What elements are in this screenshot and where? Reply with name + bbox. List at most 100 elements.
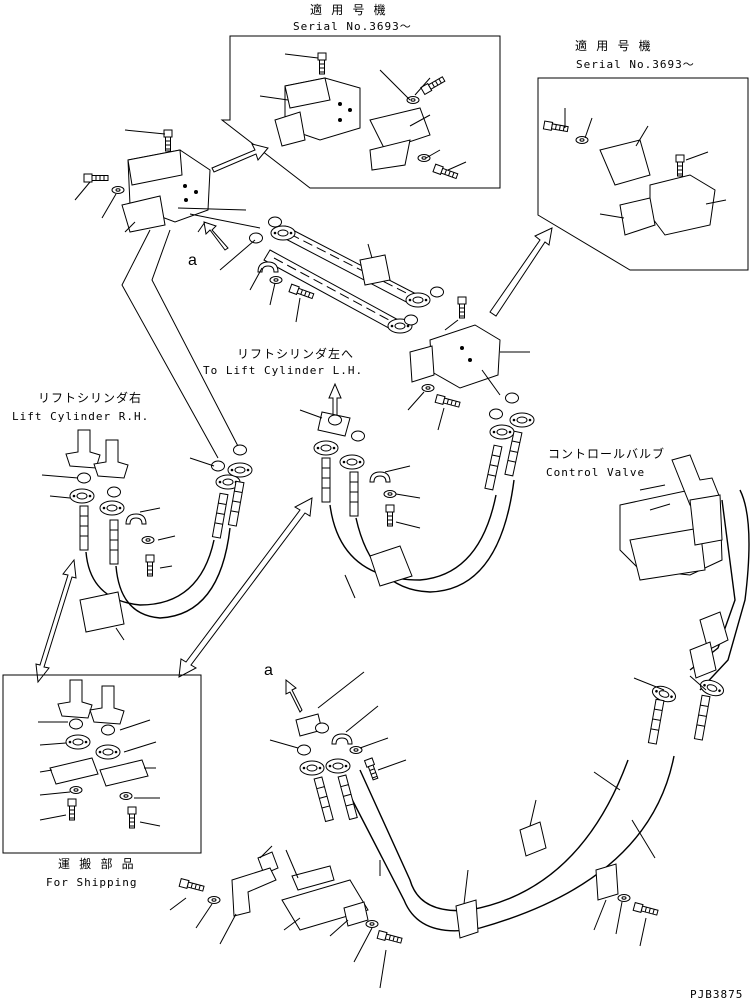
inset2-bracket	[599, 139, 651, 186]
o-ring-icon	[505, 392, 519, 404]
o-ring-icon	[233, 444, 247, 456]
washer-icon	[119, 792, 133, 800]
inset2-valve-block	[649, 174, 716, 236]
hose-icon	[329, 494, 497, 581]
arrow-icon	[489, 227, 553, 317]
washer-icon	[207, 896, 221, 904]
bolt-icon	[127, 806, 137, 829]
flange-icon	[405, 292, 431, 308]
inset2-washer-icon	[575, 136, 589, 144]
lift-lh-en-label: To Lift Cylinder L.H.	[203, 364, 363, 377]
top-washer-icon	[111, 186, 125, 194]
o-ring-icon	[315, 722, 329, 734]
o-ring-icon	[249, 232, 263, 244]
hose-icon	[85, 539, 215, 606]
washer-icon	[269, 276, 283, 284]
inset2-jp-label: 適 用 号 機	[575, 38, 652, 53]
bolt-icon	[632, 902, 659, 918]
flange-icon	[325, 758, 351, 774]
clamp-icon	[519, 821, 547, 857]
hose-icon	[647, 698, 665, 745]
control-valve-en-label: Control Valve	[546, 466, 645, 479]
washer-icon	[383, 490, 397, 498]
lift-rh-en-label: Lift Cylinder R.H.	[12, 410, 149, 423]
bolt-icon	[145, 554, 155, 577]
flange-icon	[99, 500, 125, 516]
hose-icon	[337, 774, 358, 821]
o-ring-icon	[328, 414, 342, 426]
o-ring-icon	[404, 314, 418, 326]
o-ring-icon	[69, 718, 83, 730]
ref-a-top: a	[188, 252, 197, 269]
bottom-hose-group	[269, 671, 407, 823]
arrow-icon	[35, 558, 77, 684]
bolt-icon	[364, 757, 380, 781]
o-ring-icon	[351, 430, 365, 442]
flange-icon	[299, 760, 325, 776]
washer-icon	[365, 920, 379, 928]
hose-icon	[484, 444, 503, 491]
shipping-box	[2, 674, 202, 854]
flange-icon	[227, 462, 253, 478]
tube-assembly	[219, 216, 444, 334]
o-ring-icon	[489, 408, 503, 420]
flange-icon	[95, 744, 121, 760]
hose-icon	[211, 492, 229, 539]
flange-icon	[313, 440, 339, 456]
bolt-icon	[457, 296, 467, 319]
clamp-icon	[331, 733, 353, 745]
shipping-jp-label: 運 搬 部 品	[58, 856, 135, 871]
shipping-en-label: For Shipping	[46, 876, 137, 889]
control-hoses	[341, 489, 750, 932]
flange-icon	[339, 454, 365, 470]
hose-icon	[693, 694, 711, 741]
inset1-jp-label: 適 用 号 機	[310, 2, 387, 17]
bolt-icon	[288, 283, 315, 301]
washer-icon	[69, 786, 83, 794]
bolt-icon	[434, 394, 461, 410]
control-valve	[619, 454, 723, 581]
bottom-fasteners	[169, 799, 659, 989]
hose-icon	[349, 471, 359, 517]
bolt-icon	[178, 878, 205, 894]
flange-icon	[270, 225, 296, 241]
flange-icon	[489, 424, 515, 440]
rh-hose-group	[41, 429, 253, 641]
hose-icon	[313, 776, 334, 823]
clamp-icon	[455, 899, 479, 939]
control-valve-jp-label: コントロールバルブ	[548, 446, 665, 461]
inset2-serial-label: Serial No.3693～	[576, 58, 695, 71]
o-ring-icon	[268, 216, 282, 228]
o-ring-icon	[77, 472, 91, 484]
clamp-icon	[595, 863, 619, 901]
o-ring-icon	[101, 724, 115, 736]
o-ring-icon	[297, 744, 311, 756]
clamp-icon	[99, 759, 149, 787]
inset1-bolt-icon	[317, 52, 327, 75]
hose-icon	[359, 759, 629, 912]
top-bolt-icon	[163, 129, 173, 152]
arrow-icon	[203, 221, 229, 251]
bolt-icon	[67, 798, 77, 821]
guide-lines	[121, 229, 241, 459]
lh-hose-group	[299, 409, 535, 599]
hose-icon	[79, 505, 89, 551]
hose-icon	[109, 519, 119, 565]
o-ring-icon	[107, 486, 121, 498]
washer-icon	[141, 536, 155, 544]
bolt-icon	[385, 504, 395, 527]
main-valve-block: a	[74, 129, 269, 269]
arrow-icon	[178, 497, 313, 678]
lift-lh-jp-label: リフトシリンダ左へ	[237, 346, 354, 361]
flange-icon	[65, 734, 91, 750]
inset1-washer-icon	[417, 154, 431, 162]
arrow-icon	[211, 143, 269, 173]
bracket-icon	[231, 867, 277, 917]
clamp-icon	[343, 901, 369, 927]
inset-serial-right: 適 用 号 機 Serial No.3693～	[537, 38, 749, 271]
o-ring-icon	[430, 286, 444, 298]
inset1-valve-block	[274, 77, 361, 147]
hose-icon	[321, 457, 331, 503]
washer-icon	[421, 384, 435, 392]
